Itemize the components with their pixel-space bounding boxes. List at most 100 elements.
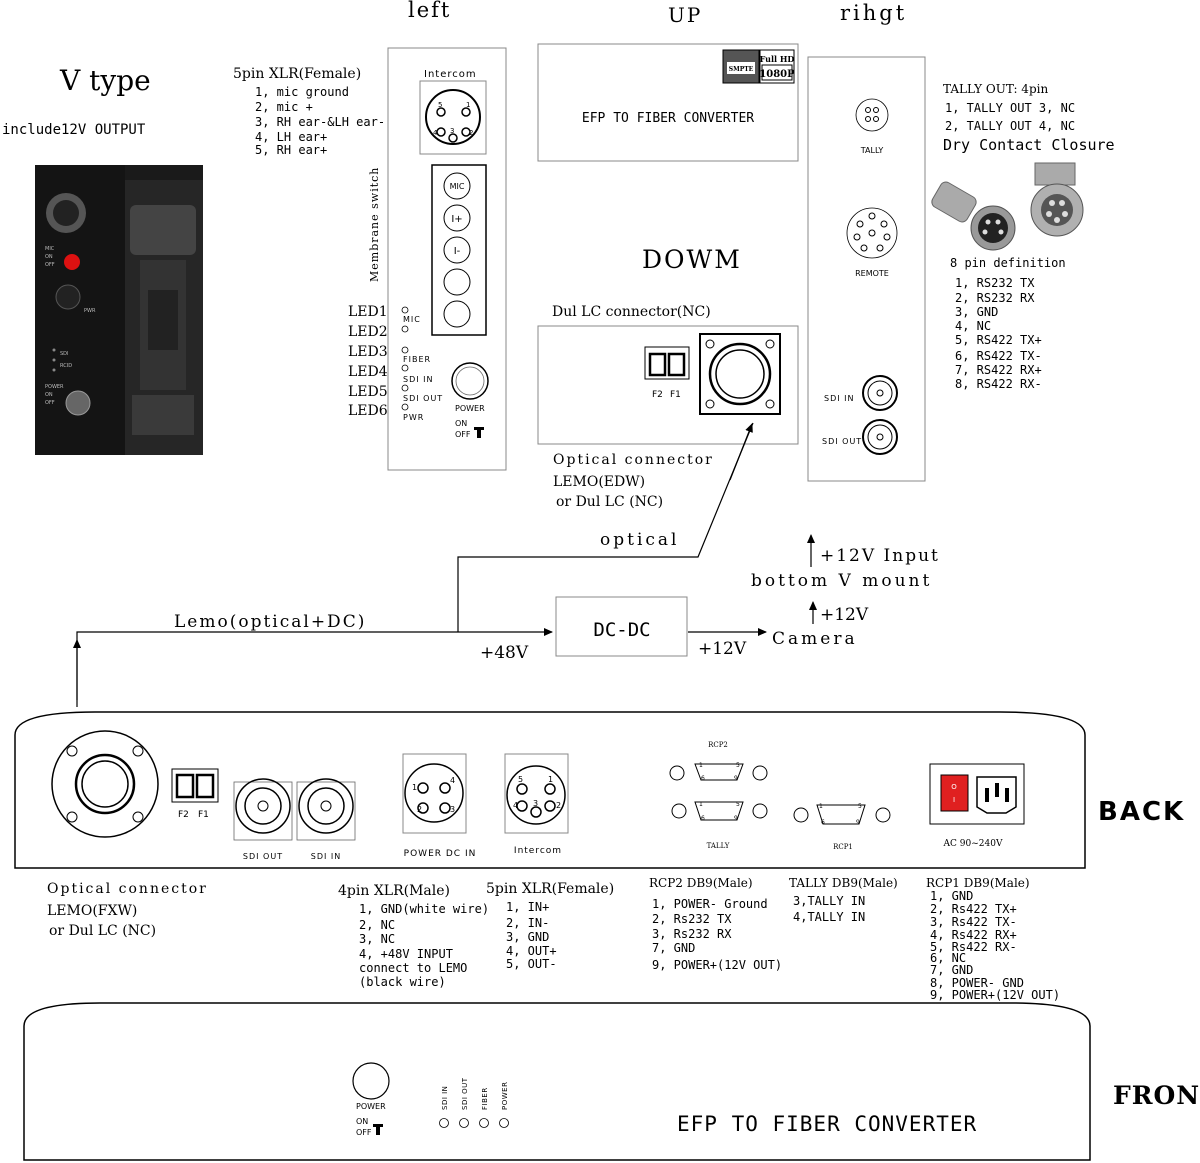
back-sdi-in-label: SDI IN bbox=[311, 852, 341, 861]
svg-text:I: I bbox=[953, 796, 955, 804]
svg-text:SMPTE: SMPTE bbox=[729, 66, 754, 73]
back-tally-db9: 1 5 6 9 bbox=[671, 801, 768, 822]
front-power-button[interactable] bbox=[352, 1062, 390, 1100]
led4-indicator bbox=[401, 364, 409, 372]
led-label-mic: MIC bbox=[403, 315, 421, 324]
svg-text:2: 2 bbox=[417, 805, 422, 814]
svg-text:4: 4 bbox=[450, 776, 455, 785]
svg-text:3: 3 bbox=[533, 799, 538, 808]
left-power-button[interactable] bbox=[451, 362, 489, 400]
pin8-row7: 7, RS422 RX+ bbox=[955, 363, 1042, 377]
xlr5-left-pin4: 4, LH ear+ bbox=[255, 130, 327, 144]
svg-text:1: 1 bbox=[412, 783, 417, 792]
membrane-key-blank-2[interactable] bbox=[443, 300, 471, 328]
pin8-row6: 6, RS422 TX- bbox=[955, 349, 1042, 363]
input12v-label: +12V Input bbox=[820, 546, 940, 566]
right-sdi-in-bnc bbox=[862, 375, 898, 411]
back-sdi-out-label: SDI OUT bbox=[243, 852, 283, 861]
front-led-sdi-out bbox=[459, 1118, 469, 1128]
right-tally-label: TALLY bbox=[860, 146, 884, 155]
tally-db9-pin3: 3,TALLY IN bbox=[793, 894, 865, 908]
left-power-toggle[interactable] bbox=[474, 427, 484, 438]
rcp1-title: RCP1 DB9(Male) bbox=[926, 876, 1030, 890]
led-label-sdi-in: SDI IN bbox=[403, 375, 433, 384]
led1-label: LED1 bbox=[348, 304, 388, 320]
xlr5-left-pin1: 1, mic ground bbox=[255, 85, 349, 99]
view-title-left: left bbox=[408, 0, 451, 22]
view-title-back: BACK bbox=[1098, 797, 1185, 827]
back-sdi-in-bnc bbox=[296, 778, 356, 841]
tally-out-row2: 2, TALLY OUT 4, NC bbox=[945, 119, 1075, 133]
svg-text:5: 5 bbox=[858, 803, 862, 810]
back-intercom-label: Intercom bbox=[514, 846, 562, 856]
back-rcp1-label: RCP1 bbox=[833, 843, 853, 851]
vtype-battery-image bbox=[35, 165, 203, 455]
right-panel bbox=[807, 56, 926, 482]
back-sdi-out-bnc bbox=[233, 778, 293, 841]
xlr4-title: 4pin XLR(Male) bbox=[338, 883, 450, 899]
pin8-row4: 4, NC bbox=[955, 319, 991, 333]
optical-flow-label: optical bbox=[600, 530, 679, 550]
svg-text:I-: I- bbox=[454, 246, 461, 257]
svg-text:1: 1 bbox=[548, 775, 553, 784]
back-f2-label: F2 bbox=[178, 810, 189, 820]
svg-text:5: 5 bbox=[736, 801, 740, 808]
led2-indicator bbox=[401, 325, 409, 333]
left-panel bbox=[387, 47, 507, 471]
lemo-flow-label: Lemo(optical+DC) bbox=[174, 612, 366, 632]
xlr4-pin1: 1, GND(white wire) bbox=[359, 902, 489, 916]
down-lc-connector bbox=[644, 346, 690, 380]
dcdc-label: DC-DC bbox=[593, 619, 650, 641]
svg-text:4: 4 bbox=[513, 801, 518, 810]
xlr4-note2: (black wire) bbox=[359, 975, 446, 989]
left-power-on: ON bbox=[455, 419, 467, 428]
rcp2-pin7: 7, GND bbox=[652, 941, 695, 955]
dcdc-box bbox=[555, 596, 688, 657]
vtype-label-on: ON bbox=[45, 254, 53, 260]
svg-text:2: 2 bbox=[469, 129, 473, 137]
left-power-label: POWER bbox=[455, 404, 485, 413]
xlr5-left-pin2: 2, mic + bbox=[255, 100, 313, 114]
svg-text:MIC: MIC bbox=[450, 182, 465, 191]
down-lemo-connector bbox=[699, 333, 781, 415]
vtype-subtitle: include12V OUTPUT bbox=[2, 122, 146, 138]
svg-text:1: 1 bbox=[466, 101, 470, 109]
pin8-title: 8 pin definition bbox=[950, 256, 1066, 270]
back-or-dul-label: or Dul LC (NC) bbox=[49, 923, 156, 939]
xlr4-pin2: 2, NC bbox=[359, 918, 395, 932]
down-f2-label: F2 bbox=[652, 390, 663, 400]
membrane-key-volume-down[interactable]: I- bbox=[443, 236, 471, 264]
svg-text:5: 5 bbox=[438, 101, 442, 109]
camera-12v-label: +12V bbox=[820, 605, 869, 625]
back-rcp1-db9: 1 5 6 9 bbox=[793, 803, 891, 826]
led2-label: LED2 bbox=[348, 324, 388, 340]
front-power-label: POWER bbox=[356, 1102, 386, 1111]
membrane-switch-label: Membrane switch bbox=[368, 167, 381, 282]
membrane-key-volume-up[interactable]: I+ bbox=[443, 204, 471, 232]
left-power-off: OFF bbox=[455, 430, 471, 439]
membrane-switch-box bbox=[431, 164, 487, 336]
svg-text:9: 9 bbox=[734, 815, 738, 822]
down-lemo-label: LEMO(EDW) bbox=[553, 474, 645, 490]
led-label-pwr: PWR bbox=[403, 413, 424, 422]
front-led-fiber bbox=[479, 1118, 489, 1128]
svg-text:4: 4 bbox=[433, 129, 438, 137]
vtype-label-mic: MIC bbox=[45, 246, 55, 252]
left-intercom-box bbox=[419, 80, 487, 155]
membrane-key-mic[interactable]: MIC bbox=[443, 172, 471, 200]
front-power-toggle[interactable] bbox=[373, 1124, 383, 1135]
svg-text:I+: I+ bbox=[451, 214, 462, 225]
xlr4-pin4: 4, +48V INPUT bbox=[359, 947, 453, 961]
xlr5-back-pin4: 4, OUT+ bbox=[506, 944, 557, 958]
optical-fiber-arrow bbox=[729, 423, 753, 481]
back-power-dc-xlr: 1 4 2 3 bbox=[402, 753, 467, 834]
xlr4-note1: connect to LEMO bbox=[359, 961, 467, 975]
rcp2-pin9: 9, POWER+(12V OUT) bbox=[652, 958, 782, 972]
smpte-badge: SMPTE bbox=[722, 49, 760, 84]
xlr5-left-title: 5pin XLR(Female) bbox=[233, 66, 361, 82]
down-optical-label: Optical connector bbox=[553, 452, 714, 468]
rcp2-pin2: 2, Rs232 TX bbox=[652, 912, 732, 926]
vtype-title: V type bbox=[59, 64, 151, 97]
pin8-row8: 8, RS422 RX- bbox=[955, 377, 1042, 391]
membrane-key-blank-1[interactable] bbox=[443, 268, 471, 296]
